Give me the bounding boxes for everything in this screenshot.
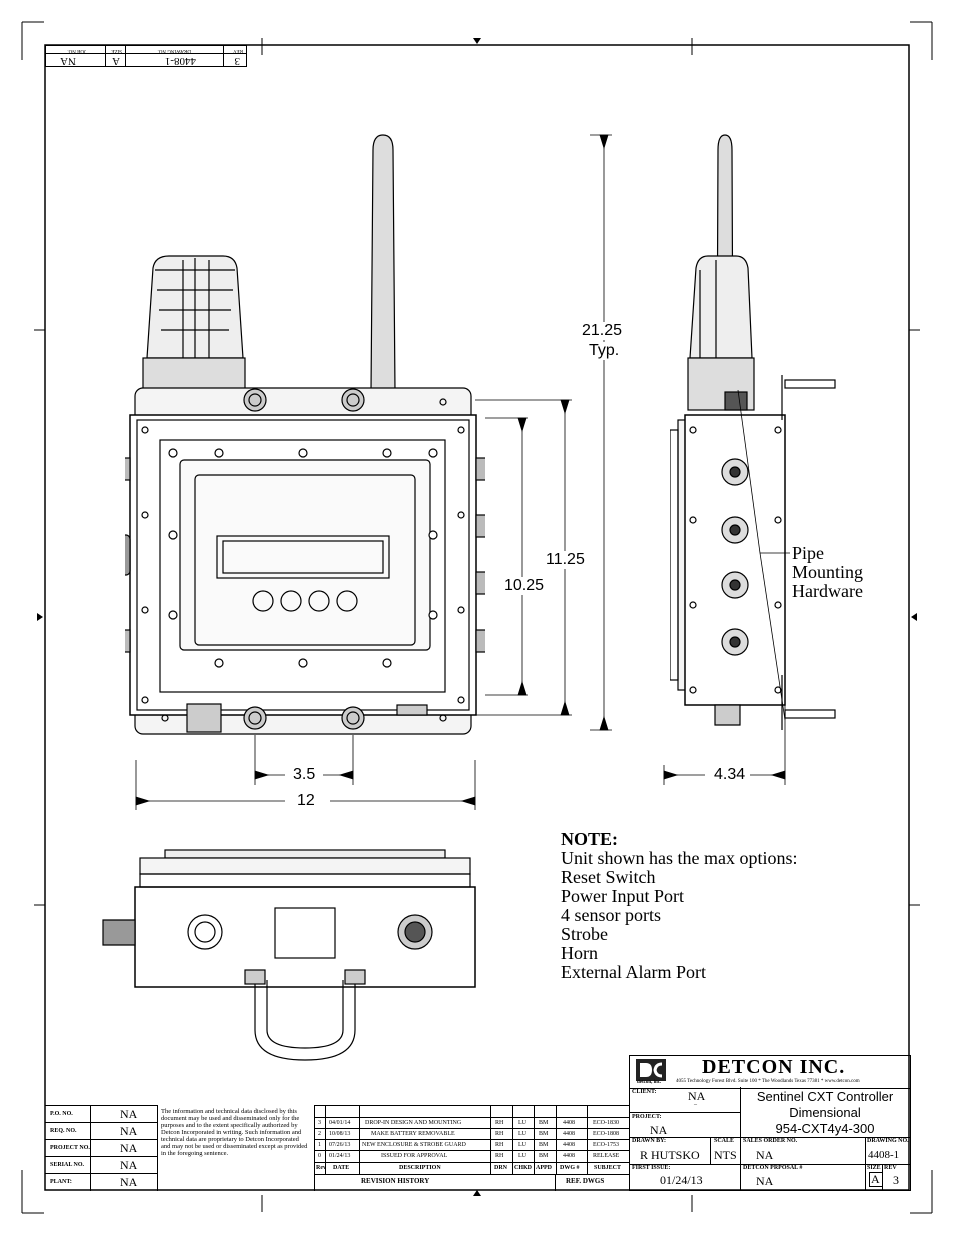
proposal-label: DETCON PRPOSAL # — [743, 1165, 803, 1171]
serial-label: SERIAL NO. — [50, 1162, 85, 1168]
project-no-label: PROJECT NO. — [50, 1145, 90, 1151]
scale-value: NTS — [714, 1148, 737, 1162]
drawing-no-label: DRAWING NO. — [867, 1138, 909, 1144]
note-line: Power Input Port — [561, 886, 684, 906]
proposal-value: NA — [756, 1174, 774, 1188]
drawn-by-value: R HUTSKO — [640, 1148, 700, 1162]
note-line: Horn — [561, 943, 598, 963]
pipe-callout-line1: Pipe — [792, 543, 825, 563]
company-name: DETCON INC. — [702, 1056, 846, 1078]
client-sub: _ — [694, 1100, 697, 1106]
dim-port-spacing: 3.5 — [293, 766, 316, 783]
front-view — [125, 134, 485, 735]
detcon-logo-icon — [636, 1059, 666, 1081]
scale-label: SCALE — [714, 1138, 735, 1144]
company-header: detcon, inc. DETCON INC. 4055 Technology… — [629, 1055, 911, 1089]
plant-value: NA — [120, 1175, 138, 1189]
client-label: CLIENT: — [632, 1089, 657, 1095]
dim-enclosure-height: 11.25 — [546, 551, 585, 569]
serial-value: NA — [120, 1158, 138, 1172]
dim-panel-height: 10.25 — [504, 577, 545, 595]
dim-total-height: 21.25 — [582, 322, 623, 340]
rev-row: 2 10/08/13 MAKE BATTERY REMOVABLE RH LU … — [318, 1131, 619, 1137]
po-label: P.O. NO. — [50, 1111, 73, 1117]
project-no-value: NA — [120, 1141, 138, 1155]
note-heading: NOTE: — [561, 829, 619, 849]
bottom-view — [102, 849, 476, 1061]
drawing-title-line3: 954-CXT4y4-300 — [775, 1121, 875, 1136]
first-issue-value: 01/24/13 — [660, 1173, 703, 1187]
note-line: Strobe — [561, 924, 608, 944]
drawing-title: Sentinel CXT Controller Dimensional 954-… — [742, 1089, 908, 1137]
rev-label: REV — [884, 1165, 897, 1171]
ref-dwgs-label: REF. DWGS — [566, 1177, 605, 1185]
pipe-callout: Pipe Mounting Hardware — [792, 544, 863, 601]
sales-order-value: NA — [756, 1148, 774, 1162]
rev-value: 3 — [893, 1173, 899, 1187]
note-line: Unit shown has the max options: — [561, 848, 798, 868]
note-block: NOTE: Unit shown has the max options: Re… — [561, 830, 798, 982]
rev-row: 1 07/26/13 NEW ENCLOSURE & STROBE GUARD … — [318, 1142, 619, 1148]
client-value: NA — [688, 1089, 706, 1103]
company-address: 4055 Technology Forest Blvd. Suite 100 *… — [676, 1079, 860, 1084]
pipe-callout-line2: Mounting — [792, 562, 864, 582]
dim-side-depth: 4.34 — [714, 766, 746, 783]
logo-text: detcon, inc. — [637, 1080, 662, 1085]
project-value: NA — [650, 1123, 668, 1137]
rev-row: 0 01/24/13 ISSUED FOR APPROVAL RH LU BM … — [318, 1153, 620, 1159]
pipe-callout-line3: Hardware — [792, 581, 863, 601]
revision-history-label: REVISION HISTORY — [361, 1177, 430, 1185]
drawing-no-value: 4408-1 — [868, 1149, 900, 1161]
note-line: Reset Switch — [561, 867, 656, 887]
order-fields: P.O. NO. NA REQ. NO. NA PROJECT NO. NA S… — [45, 1105, 158, 1191]
note-line: 4 sensor ports — [561, 905, 661, 925]
drawn-by-label: DRAWN BY: — [632, 1138, 666, 1144]
plant-label: PLANT: — [50, 1179, 72, 1185]
disclaimer: The information and technical data discl… — [161, 1108, 308, 1157]
po-value: NA — [120, 1107, 138, 1121]
side-view — [670, 134, 836, 730]
req-value: NA — [120, 1124, 138, 1138]
size-label: SIZE — [867, 1165, 881, 1171]
sales-order-label: SALES ORDER NO. — [743, 1138, 798, 1144]
size-value: A — [871, 1172, 880, 1186]
dim-width: 12 — [297, 792, 315, 809]
req-label: REQ. NO. — [50, 1128, 77, 1134]
note-line: External Alarm Port — [561, 962, 706, 982]
dim-total-height-note: Typ. — [589, 342, 620, 360]
rev-header-row: Rev DATE DESCRIPTION DRN CHKD APPD DWG #… — [316, 1165, 622, 1171]
rev-row: 3 04/01/14 DROP-IN DESIGN AND MOUNTING R… — [318, 1120, 619, 1126]
drawing-title-line1: Sentinel CXT Controller — [756, 1089, 894, 1104]
revision-table: 3 04/01/14 DROP-IN DESIGN AND MOUNTING R… — [314, 1105, 630, 1191]
drawing-title-line2: Dimensional — [789, 1105, 861, 1120]
project-label: PROJECT: — [632, 1114, 662, 1120]
first-issue-label: FIRST ISSUE: — [632, 1165, 671, 1171]
title-block: CLIENT: NA _ PROJECT: NA Sentinel CXT Co… — [629, 1087, 911, 1191]
